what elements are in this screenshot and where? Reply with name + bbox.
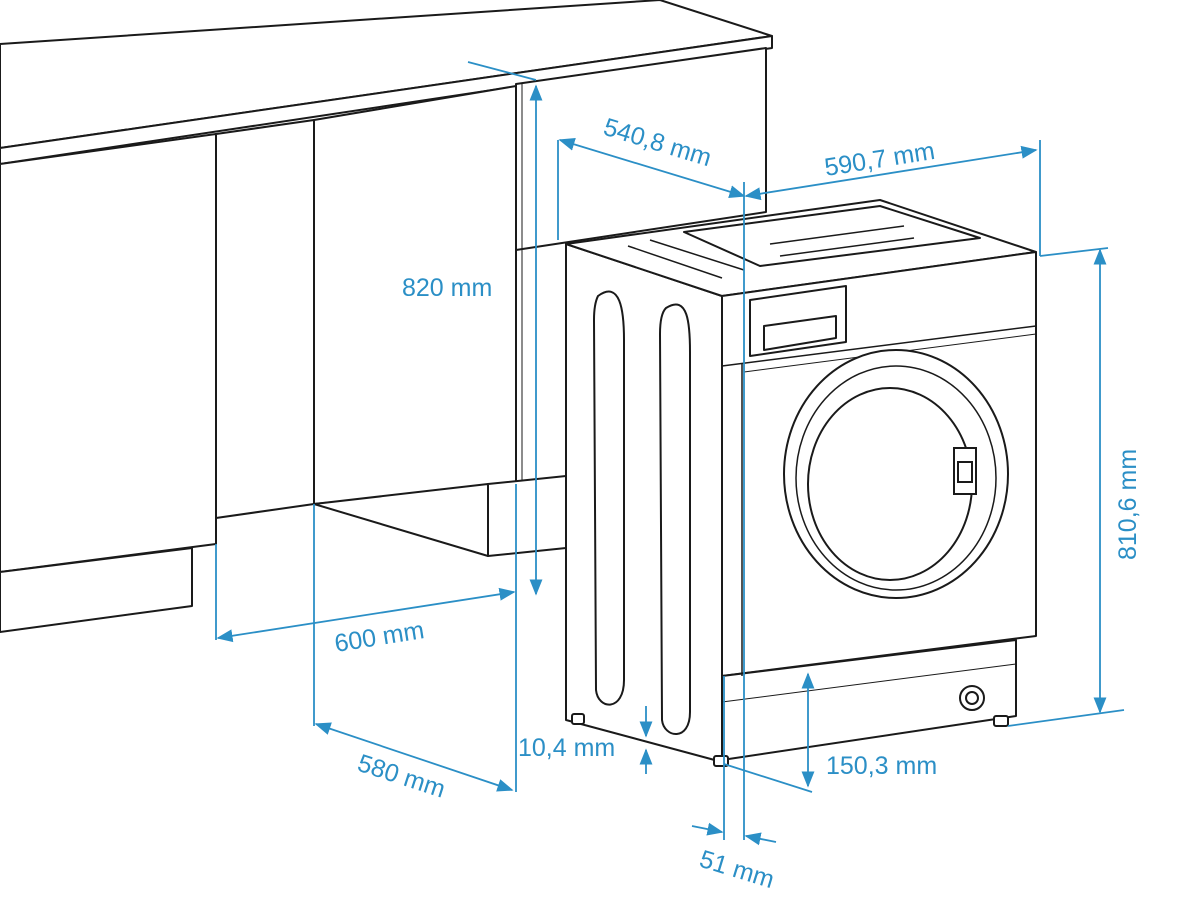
cabinet-left-front bbox=[0, 133, 217, 573]
cabinet-plinth-return bbox=[487, 475, 567, 557]
countertop-front-edge bbox=[0, 35, 773, 165]
label-niche-width: 600 mm bbox=[333, 616, 427, 658]
label-machine-height: 810,6 mm bbox=[1114, 449, 1142, 560]
machine-foot-rear-left bbox=[571, 713, 585, 725]
side-grip-recesses bbox=[592, 290, 691, 735]
side-grip-left bbox=[592, 290, 625, 706]
dim-machine-depth-line bbox=[558, 138, 746, 198]
label-door-offset: 51 mm bbox=[696, 845, 777, 894]
machine-plinth bbox=[721, 639, 1017, 761]
dim-machine-width-line bbox=[744, 145, 1038, 201]
dim-niche-width-line bbox=[216, 587, 516, 643]
cabinet-middle-front bbox=[215, 119, 315, 519]
kitchen-cabinets bbox=[0, 0, 773, 633]
side-grip-right bbox=[658, 303, 691, 735]
dimension-lines bbox=[215, 61, 1125, 846]
label-plinth-height: 150,3 mm bbox=[826, 752, 937, 780]
label-niche-height: 820 mm bbox=[402, 274, 492, 302]
label-foot-height: 10,4 mm bbox=[518, 734, 615, 762]
door-glass bbox=[807, 387, 973, 581]
detergent-drawer-handle bbox=[763, 315, 837, 351]
machine-door bbox=[783, 349, 1009, 599]
cabinet-left-plinth bbox=[0, 547, 193, 633]
dim-niche-depth-line bbox=[314, 722, 514, 792]
machine-foot-front-right bbox=[993, 715, 1009, 727]
label-niche-depth: 580 mm bbox=[354, 749, 449, 804]
machine-side-panel bbox=[565, 243, 723, 763]
